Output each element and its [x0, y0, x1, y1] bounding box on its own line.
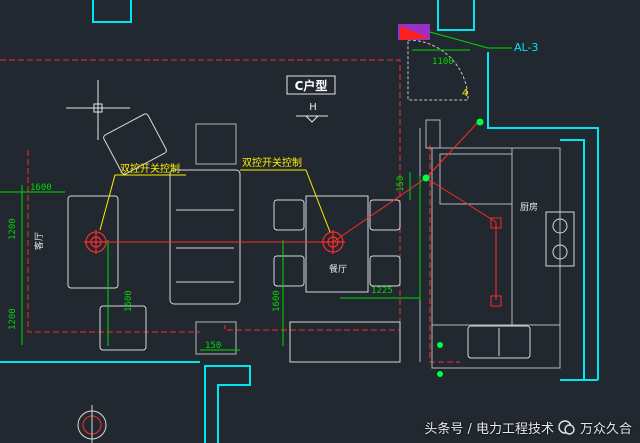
panel-red-triangle [400, 26, 430, 40]
living-furniture [67, 113, 241, 351]
interior-outlines [195, 119, 561, 369]
sink [467, 325, 531, 359]
armchair-top [103, 113, 167, 175]
chair-3 [369, 199, 401, 231]
switch-dots [422, 118, 484, 377]
door-frame [425, 119, 441, 149]
kitchen-counter [431, 147, 561, 369]
dim-1225: 1225 [371, 286, 393, 296]
circuit-number: 4 [462, 88, 468, 99]
chair-2 [273, 255, 305, 287]
watermark-logo-text: 万众久合 [579, 422, 632, 437]
north-marker-label: H [309, 102, 317, 113]
distribution-panel [398, 24, 512, 49]
wire-to-corridor [332, 177, 427, 243]
chair-4 [369, 255, 401, 287]
room-label-kitchen: 厨房 [520, 201, 538, 213]
dim-1200-b: 1200 [8, 308, 18, 330]
boundary-inner [27, 150, 200, 333]
dim-150-bottom: 150 [205, 341, 221, 351]
dim-1100: 1100 [432, 57, 454, 67]
dim-1600-left: 1600 [30, 183, 52, 193]
ucs-crosshair [66, 80, 130, 140]
dimension-lines [0, 49, 470, 351]
ceiling-light-living [84, 230, 108, 254]
stove [545, 211, 575, 267]
panel-tag: AL-3 [514, 41, 538, 54]
door-swing [407, 39, 469, 101]
walls [0, 0, 599, 443]
watermark-text: 头条号 / 电力工程技术 [424, 422, 554, 437]
unit-title-box [286, 75, 336, 95]
leader-right-2 [305, 169, 331, 233]
burner-2 [552, 244, 568, 260]
sofa-right [169, 169, 241, 305]
dim-1600-mid: 1600 [124, 290, 134, 312]
burner-1 [552, 218, 568, 234]
kitchen-appliances [467, 211, 575, 359]
panel-leader [429, 31, 512, 49]
room-label-living: 客厅 [33, 232, 45, 250]
sideboard [289, 321, 401, 363]
wall-right-lower [560, 139, 585, 380]
wall-top-left [92, 0, 132, 23]
boundary-main [0, 59, 401, 331]
wire-kitchen [425, 177, 497, 223]
label-leaders [99, 169, 331, 233]
unit-title: C户型 [295, 78, 328, 93]
boundary-kitchen [429, 145, 460, 363]
drain-symbol [77, 405, 107, 443]
wechat-icon [558, 419, 575, 435]
switch-label-left: 双控开关控制 [120, 162, 180, 175]
dim-150-top: 150 [396, 176, 406, 192]
section-marker [296, 115, 328, 123]
wall-bottom-left [204, 365, 251, 443]
dining-table [305, 195, 369, 293]
switch-label-right: 双控开关控制 [242, 156, 302, 169]
wire-corridor-up [425, 119, 481, 179]
fixture-1 [490, 217, 502, 229]
kitchen-fixtures [490, 217, 502, 307]
wall-top-right [437, 0, 475, 31]
column-top [195, 123, 237, 165]
leader-left [99, 174, 186, 231]
dining-furniture [273, 195, 401, 363]
room-label-dining: 餐厅 [329, 263, 347, 275]
switch-dot-4 [437, 371, 443, 377]
wall-right-upper [487, 52, 599, 380]
switch-dot-1 [422, 174, 430, 182]
ottoman [99, 305, 147, 351]
kitchen-inner [439, 153, 513, 205]
chair-1 [273, 199, 305, 231]
lighting-circuit [96, 119, 497, 300]
switch-dot-2 [476, 118, 484, 126]
ceiling-light-dining [321, 230, 345, 254]
watermark: 头条号 / 电力工程技术 万众久合 [424, 418, 632, 437]
room-boundaries [0, 59, 460, 363]
switch-dot-3 [437, 342, 443, 348]
fixture-2 [490, 295, 502, 307]
dim-1200-a: 1200 [8, 218, 18, 240]
dim-1600-dining: 1600 [272, 290, 282, 312]
column-bottom [195, 321, 237, 355]
